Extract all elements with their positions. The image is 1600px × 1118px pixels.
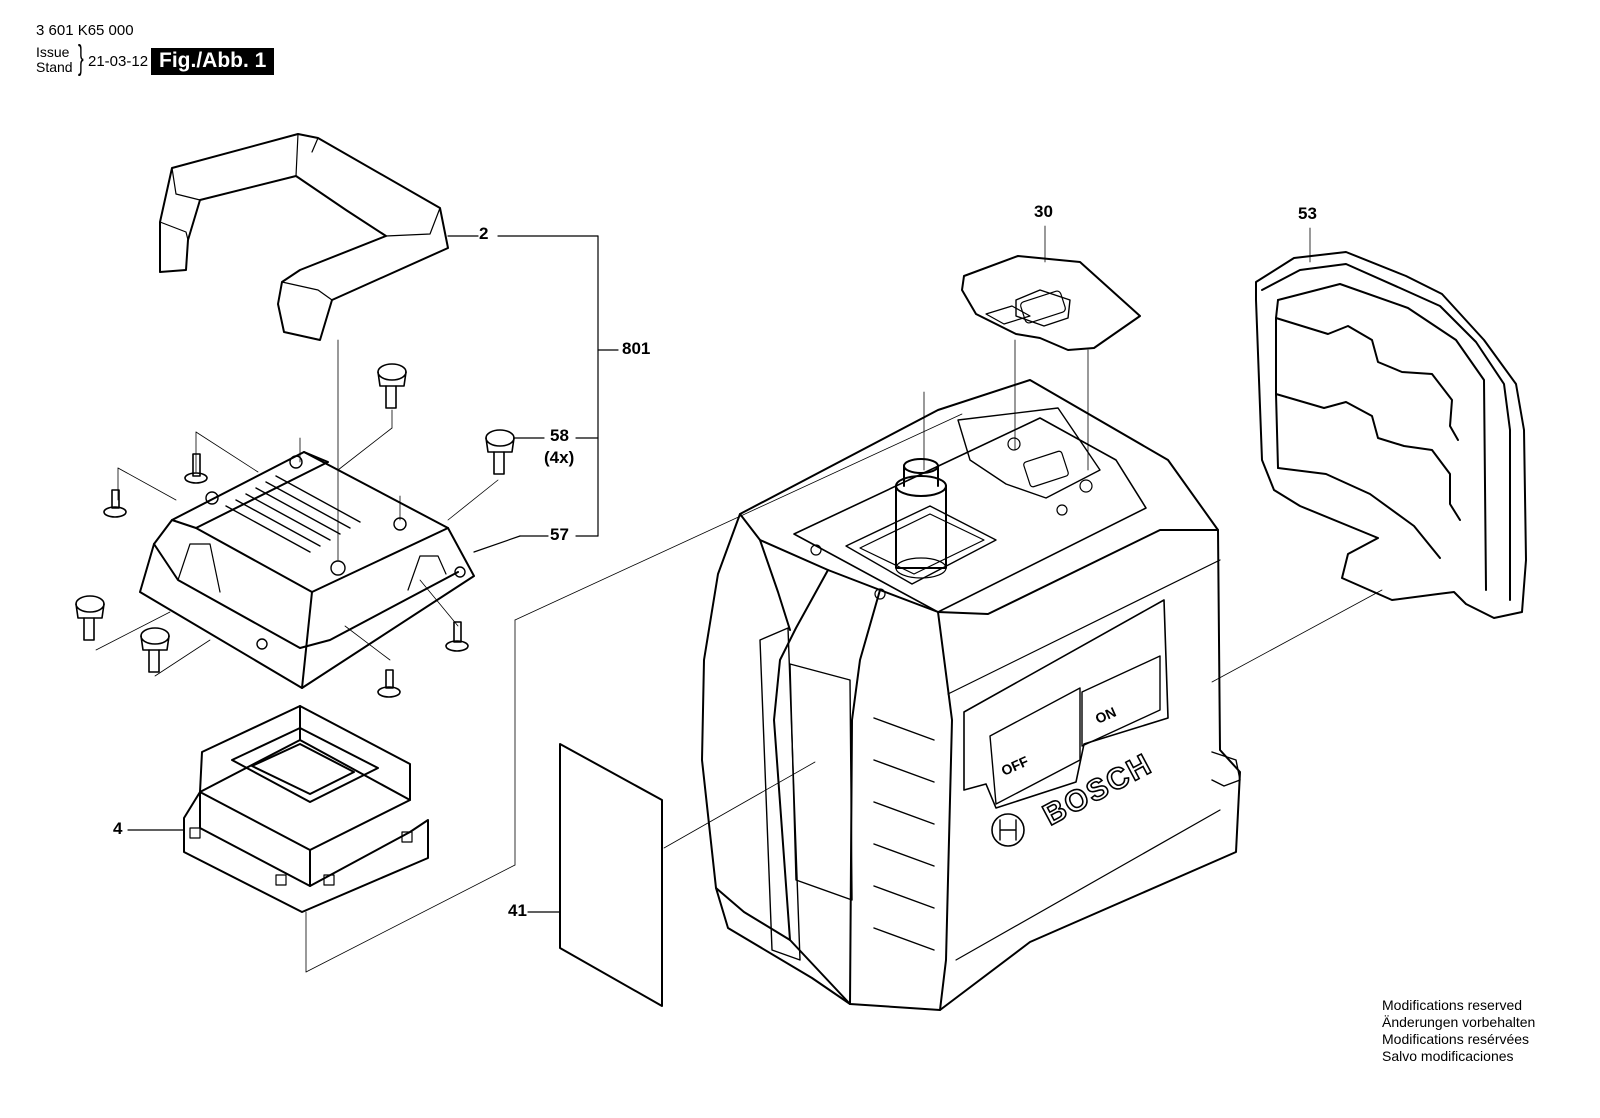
part-2-rubber-cap	[159, 133, 449, 341]
stand-label: Stand	[36, 59, 73, 75]
screw-58c	[75, 595, 105, 641]
part-4-adapter	[183, 705, 429, 913]
issue-stand-labels: Issue Stand	[36, 45, 73, 75]
grip-ribs	[873, 717, 935, 951]
switch-on-label: ON	[1093, 704, 1119, 727]
base-mount-holes	[205, 455, 466, 650]
small-screw-1	[184, 453, 208, 484]
screw-58b	[485, 429, 515, 475]
screws	[75, 363, 515, 698]
callout-57: 57	[550, 525, 569, 544]
part-41-label	[559, 743, 663, 1007]
part-30-keypad-cover	[961, 255, 1141, 351]
callout-58-quantity: (4x)	[544, 448, 575, 467]
callout-41: 41	[508, 901, 527, 920]
modifications-notice: Modifications reserved Änderungen vorbeh…	[1382, 997, 1535, 1065]
brace-symbol: }	[78, 39, 84, 77]
modifications-de: Änderungen vorbehalten	[1382, 1014, 1536, 1030]
base-ribs	[225, 475, 361, 553]
issue-label: Issue	[36, 44, 70, 60]
issue-date: 21-03-12	[88, 53, 149, 70]
screw-58	[377, 363, 407, 409]
switch-off-label: OFF	[999, 753, 1031, 779]
callout-2: 2	[479, 224, 489, 243]
modifications-fr: Modifications resérvées	[1382, 1031, 1530, 1047]
small-screw-3	[445, 621, 469, 652]
small-screw-2	[103, 489, 127, 518]
callout-58: 58	[550, 426, 569, 445]
callout-801: 801	[622, 339, 651, 358]
callout-leaders	[127, 235, 619, 913]
part-53-back-cover	[1255, 251, 1527, 619]
modifications-es: Salvo modificaciones	[1382, 1048, 1514, 1064]
small-screw-4	[377, 669, 401, 698]
part-57-base-plate	[139, 451, 475, 689]
brand-mark: BOSCH	[1038, 747, 1158, 832]
modifications-en: Modifications reserved	[1382, 997, 1523, 1013]
assembly-lines	[95, 225, 1383, 973]
main-device-body	[701, 379, 1241, 1011]
callout-4: 4	[113, 819, 123, 838]
part-number: 3 601 K65 000	[36, 22, 134, 39]
callout-30: 30	[1034, 202, 1053, 221]
figure-label: Fig./Abb. 1	[151, 48, 275, 75]
callout-53: 53	[1298, 204, 1317, 223]
screw-58d	[140, 627, 170, 673]
